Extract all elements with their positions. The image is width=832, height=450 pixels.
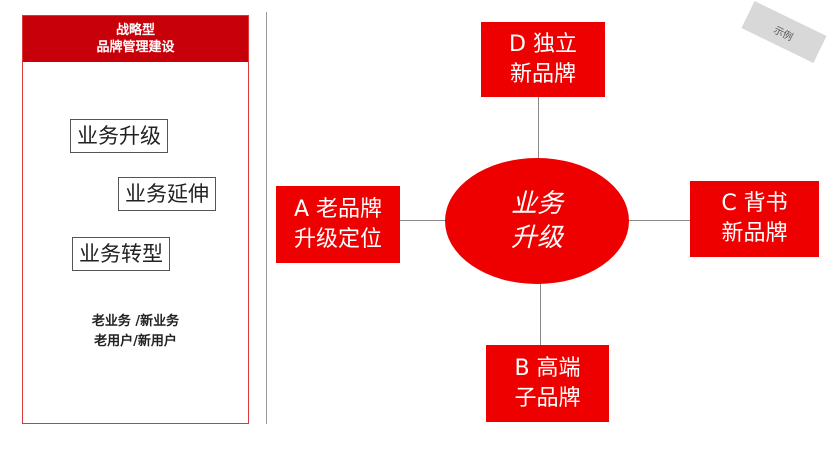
center-line1: 业务 [510,189,563,219]
vertical-divider [266,12,267,424]
box-d-line1: D 独立 [509,31,577,57]
box-d-independent-brand: D 独立 新品牌 [481,22,605,97]
stage-upgrade: 业务升级 [70,119,168,153]
box-b-premium-subbrand: B 高端 子品牌 [486,345,609,422]
panel-header-line2: 品牌管理建设 [96,40,175,55]
note-users: 老用户/新用户 [94,334,177,349]
center-line2: 升级 [510,223,563,253]
box-a-brand-repositioning: A 老品牌 升级定位 [276,186,400,263]
note-business: 老业务 /新业务 [91,314,180,329]
panel-header-line1: 战略型 [115,23,155,38]
connector-left [400,220,446,221]
panel-notes: 老业务 /新业务 老用户/新用户 [22,312,249,352]
box-c-line2: 新品牌 [721,221,788,246]
box-a-line1: A 老品牌 [293,196,383,222]
box-d-line2: 新品牌 [509,61,576,87]
stage-transformation: 业务转型 [72,237,170,271]
connector-bottom [540,283,541,345]
center-business-upgrade: 业务 升级 [445,158,629,284]
example-tag: 示例 [741,0,827,64]
box-b-line2: 子品牌 [514,385,581,411]
box-c-line1: C 背书 [721,191,788,216]
panel-header: 战略型 品牌管理建设 [23,16,248,62]
box-a-line2: 升级定位 [293,226,382,252]
connector-right [628,220,690,221]
connector-top [538,97,539,159]
strategy-panel: 战略型 品牌管理建设 [22,15,249,424]
stage-extension: 业务延伸 [118,177,216,211]
box-b-line1: B 高端 [514,355,581,381]
box-c-endorsed-brand: C 背书 新品牌 [690,181,819,257]
